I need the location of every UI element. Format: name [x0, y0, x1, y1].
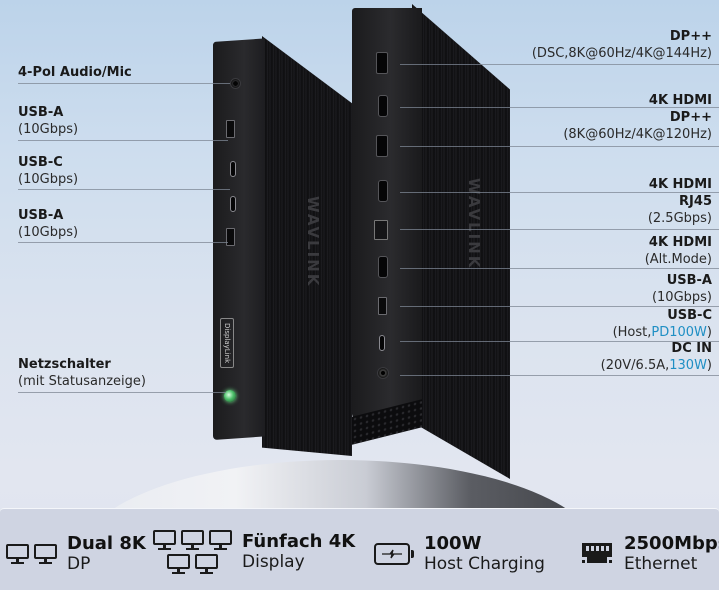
- hdmi-port-3: [378, 256, 388, 278]
- audio-jack-port: [230, 78, 241, 89]
- battery-charging-icon: [374, 543, 414, 565]
- brand-logo-left: WAVLINK: [304, 196, 322, 288]
- feature-bar: Dual 8K DP Fünfach 4K Display 100W Host …: [0, 508, 719, 590]
- ethernet-port-icon: [580, 541, 614, 567]
- rj45-port: [374, 220, 388, 240]
- callout-usb-c-host: USB-C (Host,PD100W): [612, 308, 712, 340]
- callout-dc-in: DC IN (20V/6.5A,130W): [600, 341, 712, 373]
- callout-line: [18, 83, 230, 84]
- usb-c-host-port: [379, 335, 385, 351]
- five-monitor-icon: [152, 529, 233, 575]
- dc-in-port: [377, 367, 389, 379]
- callout-line: [400, 375, 719, 376]
- displayport-port-2: [376, 135, 388, 157]
- hdmi-port-1: [378, 95, 388, 117]
- feature-dual-8k: Dual 8K DP: [5, 513, 146, 590]
- callout-usb-a-right: USB-A (10Gbps): [651, 273, 712, 305]
- callout-usb-c: USB-C (10Gbps): [18, 155, 79, 187]
- callout-line: [400, 341, 719, 342]
- callout-line: [400, 268, 719, 269]
- pd-wattage: PD100W: [651, 325, 707, 340]
- usb-c-port-left-2: [230, 196, 236, 212]
- callout-power-switch: Netzschalter (mit Statusanzeige): [18, 357, 146, 389]
- callout-audio-mic: 4-Pol Audio/Mic: [18, 65, 132, 80]
- callout-line: [18, 189, 230, 190]
- left-dock-side-panel: [262, 36, 352, 456]
- usb-a-port-2: [226, 228, 235, 246]
- callout-line: [400, 146, 719, 147]
- callout-line: [400, 64, 719, 65]
- callout-rj45: RJ45 (2.5Gbps): [647, 194, 712, 226]
- displayport-port-1: [376, 52, 388, 74]
- dc-wattage: 130W: [669, 358, 707, 373]
- feature-five-4k: Fünfach 4K Display: [152, 511, 355, 590]
- usb-a-port-right: [378, 297, 387, 315]
- callout-hdmi-1: 4K HDMI: [648, 93, 712, 108]
- callout-usb-a-2: USB-A (10Gbps): [18, 208, 79, 240]
- displaylink-badge: DisplayLink: [220, 318, 234, 368]
- callout-line: [18, 140, 228, 141]
- callout-usb-a-1: USB-A (10Gbps): [18, 105, 79, 137]
- callout-line: [18, 242, 228, 243]
- callout-line: [400, 306, 719, 307]
- power-button-led[interactable]: [224, 390, 236, 402]
- callout-line: [400, 107, 719, 108]
- callout-dp-2: DP++ (8K@60Hz/4K@120Hz): [563, 110, 712, 142]
- feature-ethernet: 2500Mbps Ethernet: [580, 513, 719, 590]
- callout-line: [18, 392, 226, 393]
- left-dock-front-panel: [213, 38, 265, 441]
- callout-line: [400, 192, 719, 193]
- usb-c-port-left: [230, 161, 236, 177]
- right-dock-side-panel: [412, 4, 510, 479]
- usb-a-port-1: [226, 120, 235, 138]
- callout-line: [400, 229, 719, 230]
- hdmi-port-2: [378, 180, 388, 202]
- callout-hdmi-2: 4K HDMI: [648, 177, 712, 192]
- right-dock-front-panel: [352, 8, 422, 418]
- dual-monitor-icon: [5, 543, 58, 565]
- callout-hdmi-altmode: 4K HDMI (Alt.Mode): [644, 235, 712, 267]
- callout-dp-1: DP++ (DSC,8K@60Hz/4K@144Hz): [531, 29, 712, 61]
- feature-100w: 100W Host Charging: [374, 513, 545, 590]
